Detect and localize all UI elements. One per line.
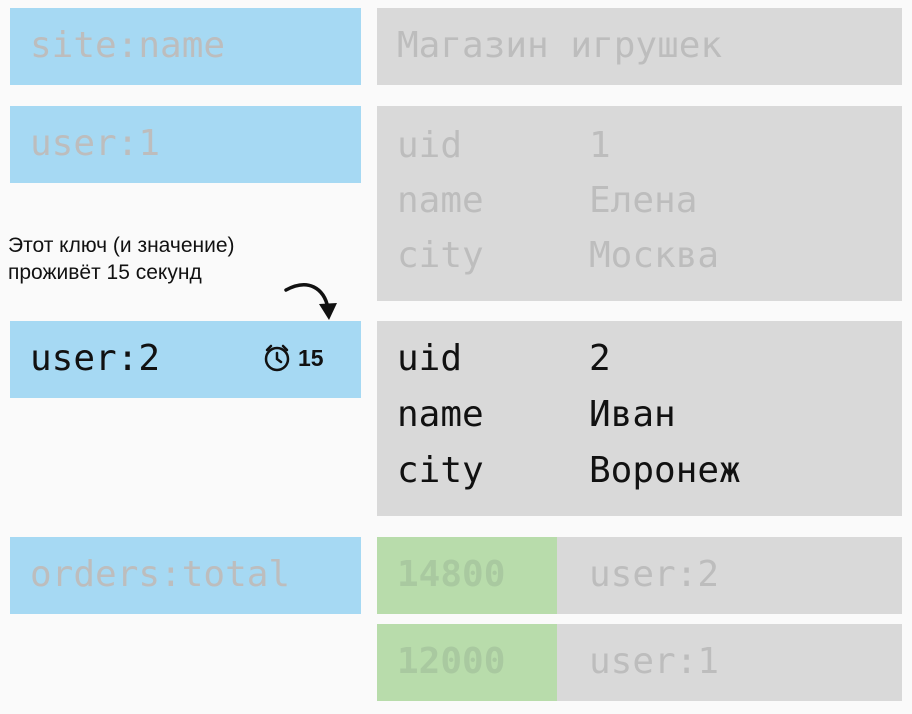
key-label: orders:total bbox=[30, 554, 291, 595]
ttl-seconds: 15 bbox=[298, 344, 324, 371]
score-2: 12000 bbox=[377, 624, 557, 701]
score-value: 12000 bbox=[397, 641, 506, 682]
value-user-2: uid 2 name Иван city Воронеж bbox=[377, 321, 902, 516]
key-user-1: user:1 bbox=[10, 106, 361, 183]
key-label: user:1 bbox=[30, 123, 161, 164]
field-value: Елена bbox=[589, 180, 698, 221]
score-value: 14800 bbox=[397, 554, 506, 595]
member-1: user:2 bbox=[557, 537, 902, 614]
member-value: user:1 bbox=[589, 641, 720, 682]
value-text: Магазин игрушек bbox=[397, 25, 723, 66]
field-name: city bbox=[397, 450, 484, 491]
field-name: city bbox=[397, 235, 484, 276]
field-value: Иван bbox=[589, 394, 676, 435]
ttl-indicator: 15 bbox=[262, 343, 324, 373]
value-site-name: Магазин игрушек bbox=[377, 8, 902, 85]
curved-arrow-icon bbox=[284, 283, 337, 320]
annotation-line-1: Этот ключ (и значение) bbox=[8, 234, 235, 257]
key-user-2: user:2 15 bbox=[10, 321, 361, 398]
key-label: user:2 bbox=[30, 338, 161, 379]
key-site-name: site:name bbox=[10, 8, 361, 85]
field-name: uid bbox=[397, 338, 463, 379]
value-user-1: uid 1 name Елена city Москва bbox=[377, 106, 902, 301]
ttl-annotation: Этот ключ (и значение) проживёт 15 секун… bbox=[8, 232, 235, 286]
field-name: name bbox=[397, 180, 484, 221]
score-1: 14800 bbox=[377, 537, 557, 614]
field-name: uid bbox=[397, 125, 463, 166]
field-value: Воронеж bbox=[589, 450, 741, 491]
field-value: 1 bbox=[589, 125, 611, 166]
key-label: site:name bbox=[30, 25, 226, 66]
member-2: user:1 bbox=[557, 624, 902, 701]
annotation-line-2: проживёт 15 секунд bbox=[8, 261, 202, 284]
field-value: 2 bbox=[589, 338, 611, 379]
field-name: name bbox=[397, 394, 484, 435]
clock-icon bbox=[264, 344, 290, 372]
key-orders-total: orders:total bbox=[10, 537, 361, 614]
member-value: user:2 bbox=[589, 554, 720, 595]
field-value: Москва bbox=[589, 235, 720, 276]
